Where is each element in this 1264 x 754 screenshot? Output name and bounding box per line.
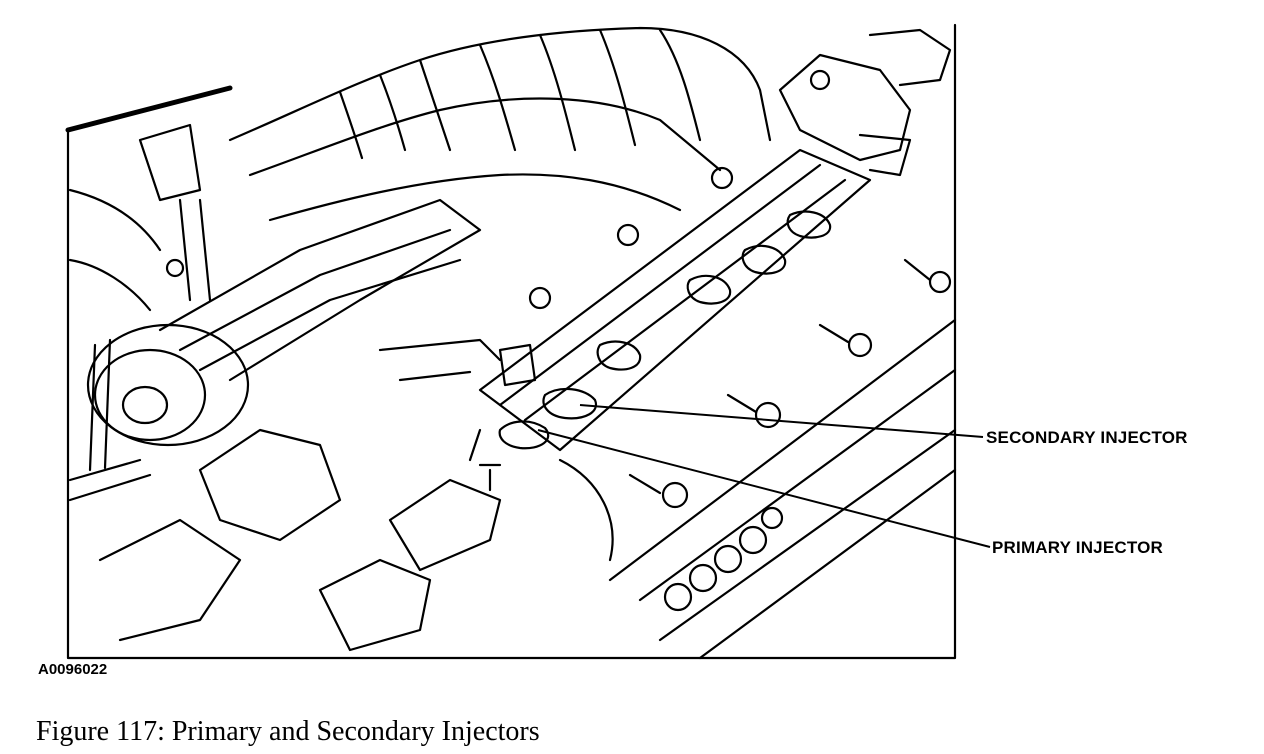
figure-caption: Figure 117: Primary and Secondary Inject…: [36, 716, 540, 747]
figure-code: A0096022: [38, 661, 108, 678]
engine-linework: [65, 23, 957, 660]
leader-line-secondary: [579, 404, 984, 438]
primary-injector-label: PRIMARY INJECTOR: [992, 538, 1164, 557]
leader-line-primary: [537, 429, 991, 548]
leader-lines: [537, 404, 991, 548]
secondary-injector-label: SECONDARY INJECTOR: [986, 428, 1188, 447]
